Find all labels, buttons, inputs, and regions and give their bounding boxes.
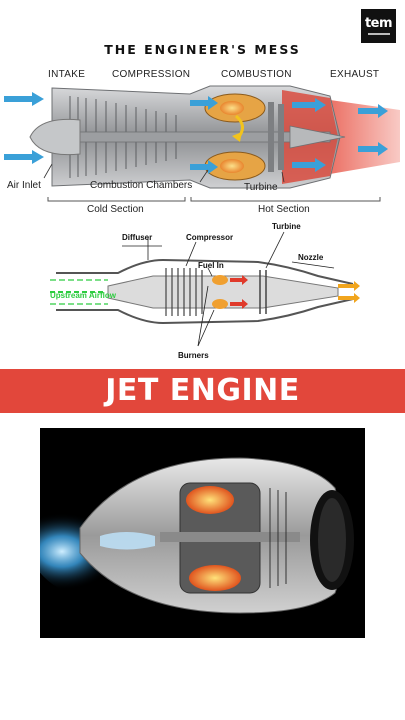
brand-logo: tem <box>361 9 396 43</box>
label-cold-section: Cold Section <box>87 204 144 215</box>
label-nozzle: Nozzle <box>298 253 324 262</box>
label-turbine-schematic: Turbine <box>272 222 301 231</box>
section-label-compression: COMPRESSION <box>112 69 191 80</box>
page-title: THE ENGINEER'S MESS <box>104 42 301 57</box>
section-label-intake: INTAKE <box>48 69 86 80</box>
label-upstream-airflow: Upstream Airflow <box>50 291 116 300</box>
section-label-combustion: COMBUSTION <box>221 69 292 80</box>
brand-logo-underline <box>367 33 390 35</box>
label-compressor: Compressor <box>186 233 234 242</box>
turbojet-cutaway-diagram <box>4 85 400 189</box>
label-fuel-in: Fuel In <box>198 261 224 270</box>
label-burners: Burners <box>178 351 209 360</box>
title-banner: JET ENGINE <box>0 369 405 413</box>
label-turbine: Turbine <box>244 182 278 193</box>
label-diffuser: Diffuser <box>122 233 153 242</box>
section-label-exhaust: EXHAUST <box>330 69 380 80</box>
label-air-inlet: Air Inlet <box>7 180 41 191</box>
brand-logo-text: tem <box>364 16 393 31</box>
section-brackets <box>47 197 381 202</box>
engine-render-image <box>40 428 365 638</box>
label-hot-section: Hot Section <box>258 204 310 215</box>
label-combustion-chambers: Combustion Chambers <box>90 180 193 191</box>
turbojet-schematic-diagram <box>48 218 366 366</box>
